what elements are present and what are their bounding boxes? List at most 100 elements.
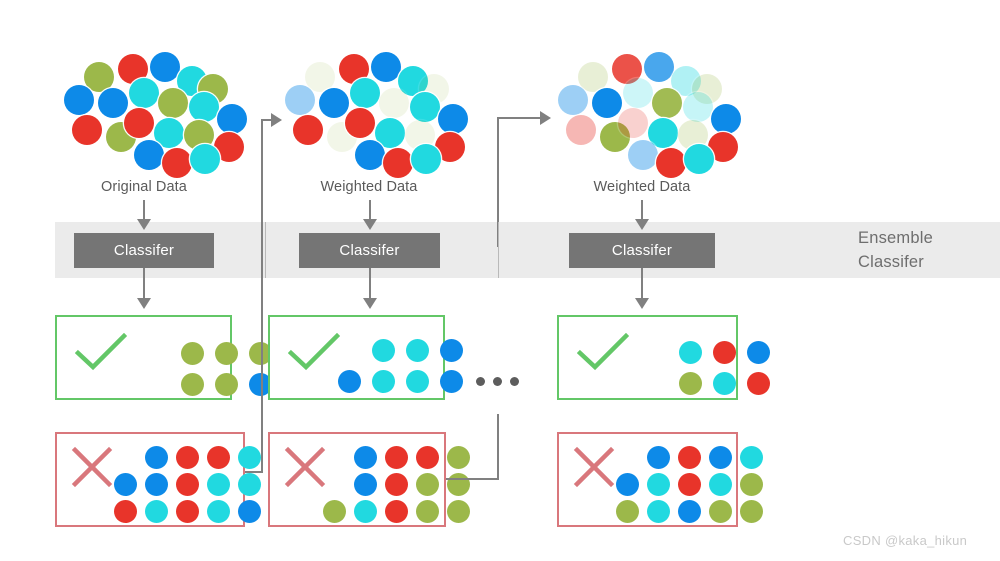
result-dot <box>249 342 272 365</box>
cluster-dot <box>319 88 349 118</box>
result-dot <box>181 373 204 396</box>
result-dot <box>249 373 272 396</box>
connector-feedback-2-riser-lower <box>497 414 499 480</box>
result-dot <box>616 473 639 496</box>
connector-classifier-to-results-2 <box>369 268 371 300</box>
result-dot <box>406 339 429 362</box>
classifier-box-2[interactable]: Classifer <box>299 233 440 268</box>
result-dot <box>740 446 763 469</box>
result-dot <box>406 370 429 393</box>
result-dot <box>616 500 639 523</box>
arrowhead-data-to-classifier-2 <box>363 219 377 230</box>
cluster-dot <box>558 85 588 115</box>
result-dot <box>207 446 230 469</box>
result-dot <box>678 500 701 523</box>
cluster-dot <box>648 118 678 148</box>
ensemble-label-line2: Classifer <box>858 253 924 271</box>
cluster-dot <box>293 115 323 145</box>
cluster-dot <box>371 52 401 82</box>
cluster-dot <box>134 140 164 170</box>
ellipsis-dot <box>476 377 485 386</box>
result-dot <box>238 446 261 469</box>
cross-icon <box>573 446 615 488</box>
correct-result-box-2 <box>268 315 463 400</box>
classifier-box-1[interactable]: Classifer <box>74 233 214 268</box>
cluster-dot <box>684 144 714 174</box>
ellipsis-continuation <box>476 373 527 391</box>
result-dot <box>709 500 732 523</box>
result-dot <box>385 473 408 496</box>
cluster-dot <box>124 108 154 138</box>
cross-icon <box>71 446 113 488</box>
result-dot <box>238 473 261 496</box>
connector-data-to-classifier-1 <box>143 200 145 222</box>
cluster-dot <box>190 144 220 174</box>
arrowhead-feedback-1 <box>271 113 282 127</box>
cluster-dot <box>652 88 682 118</box>
connector-feedback-1-riser <box>261 119 263 473</box>
connector-data-to-classifier-2 <box>369 200 371 222</box>
result-dot <box>354 500 377 523</box>
cluster-dot <box>692 74 722 104</box>
cluster-dot <box>578 62 608 92</box>
cluster-dot <box>618 108 648 138</box>
ensemble-classifier-label: Ensemble Classifer <box>858 226 978 274</box>
watermark: CSDN @kaka_hikun <box>843 533 968 548</box>
cluster-dot <box>72 115 102 145</box>
cluster-dot <box>305 62 335 92</box>
result-dot <box>176 473 199 496</box>
cluster-dot <box>84 62 114 92</box>
result-dot <box>740 473 763 496</box>
cluster-dot <box>189 92 219 122</box>
result-dot <box>385 500 408 523</box>
cluster-dot <box>398 66 428 96</box>
cluster-dot <box>158 88 188 118</box>
result-dot <box>713 372 736 395</box>
cluster-dot <box>628 140 658 170</box>
result-dot <box>207 500 230 523</box>
cluster-dot <box>410 92 440 122</box>
connector-feedback-1-out <box>245 471 263 473</box>
cluster-dot <box>379 88 409 118</box>
cluster-dot <box>612 54 642 84</box>
cluster-dot <box>438 104 468 134</box>
connector-data-to-classifier-3 <box>641 200 643 222</box>
result-dot <box>176 446 199 469</box>
arrowhead-data-to-classifier-3 <box>635 219 649 230</box>
cluster-dot <box>644 52 674 82</box>
result-dot <box>145 473 168 496</box>
check-icon <box>288 333 340 371</box>
cluster-dot <box>566 115 596 145</box>
connector-feedback-2-riser-upper <box>497 117 499 247</box>
result-dot <box>447 500 470 523</box>
result-dot <box>647 473 670 496</box>
cluster-dot <box>285 85 315 115</box>
result-dot <box>747 372 770 395</box>
result-dot <box>709 473 732 496</box>
cluster-dot <box>600 122 630 152</box>
result-dot <box>145 446 168 469</box>
arrowhead-feedback-2 <box>540 111 551 125</box>
cluster-dot <box>350 78 380 108</box>
result-dot <box>215 342 238 365</box>
incorrect-result-box-3 <box>557 432 763 527</box>
result-dot <box>372 370 395 393</box>
connector-feedback-1-top <box>261 119 273 121</box>
cross-icon <box>284 446 326 488</box>
result-dot <box>372 339 395 362</box>
cluster-dot <box>411 144 441 174</box>
ensemble-band-separator-2 <box>498 222 500 278</box>
cluster-dot <box>345 108 375 138</box>
classifier-box-3[interactable]: Classifer <box>569 233 715 268</box>
result-dot <box>740 500 763 523</box>
result-dot <box>447 473 470 496</box>
result-dot <box>416 473 439 496</box>
arrowhead-classifier-to-results-2 <box>363 298 377 309</box>
ensemble-label-line1: Ensemble <box>858 229 933 247</box>
result-dot <box>647 446 670 469</box>
connector-classifier-to-results-1 <box>143 268 145 300</box>
cluster-label-weighted-2: Weighted Data <box>593 179 691 195</box>
cluster-dot <box>592 88 622 118</box>
cluster-dot <box>217 104 247 134</box>
